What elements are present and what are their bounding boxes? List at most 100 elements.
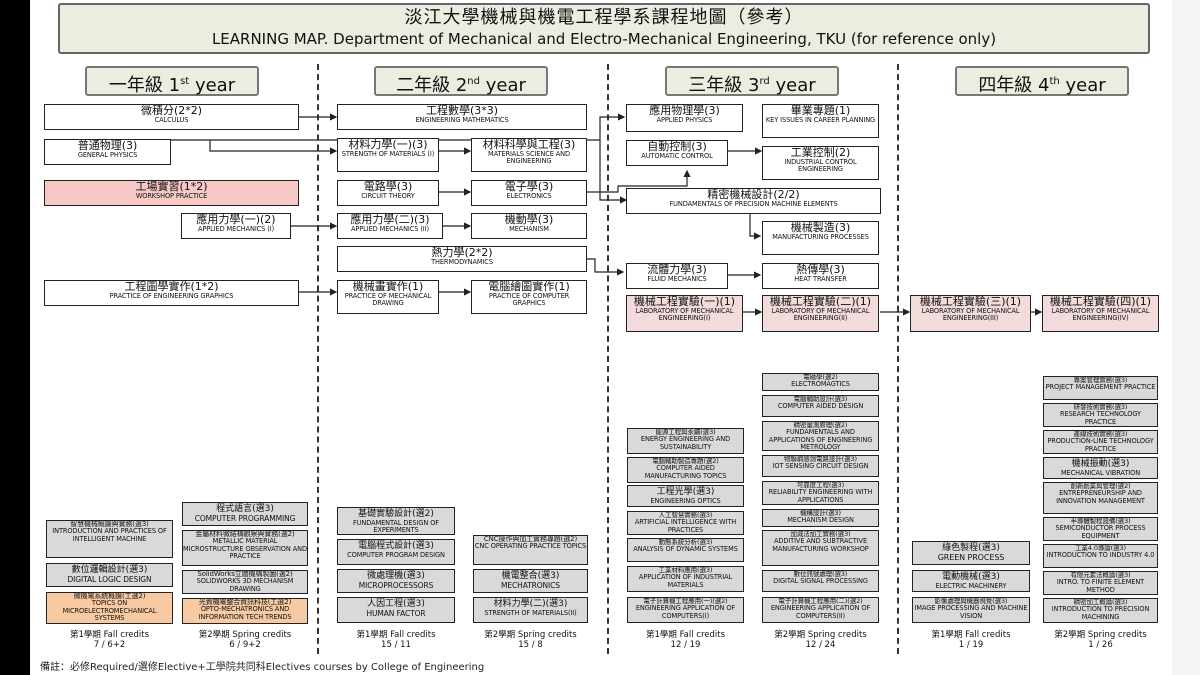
elective-y3-spring[interactable]: 電磁學(選2) ELECTROMAGTICS: [762, 373, 879, 391]
course-automatic-control[interactable]: 自動控制(3) AUTOMATIC CONTROL: [626, 140, 728, 166]
elective-y2-spring[interactable]: CNC操作與加工實務專題(選2) CNC OPERATING PRACTICE …: [473, 535, 588, 565]
course-applied-physics[interactable]: 應用物理學(3) APPLIED PHYSICS: [626, 104, 743, 132]
elective-y3-fall[interactable]: 工業材料應用(選3) APPLICATION OF INDUSTRIAL MAT…: [627, 566, 744, 592]
course-applied-mechanics-2[interactable]: 應用力學(二)(3) APPLIED MECHANICS (II): [337, 213, 443, 239]
elective-y4-spring[interactable]: 半導體製程設備(選3) SEMICONDUCTOR PROCESS EQUIPM…: [1043, 517, 1158, 541]
elective-y4-spring[interactable]: 機械振動(選3) MECHANICAL VIBRATION: [1043, 457, 1158, 479]
elective-y4-spring[interactable]: 精密加工概論(選3) INTRODUCTION TO PRECISION MAC…: [1043, 598, 1158, 623]
elective-y4-spring[interactable]: 產線技術實務(選3) PRODUCTION-LINE TECHNOLOGY PR…: [1043, 430, 1158, 454]
elective-y4-spring[interactable]: 專案管理實務(選3) PROJECT MANAGEMENT PRACTICE: [1043, 376, 1158, 400]
elective-y1-fall[interactable]: 微機電系統概論(工選2) TOPICS ON MICROELECTROMECHA…: [46, 592, 173, 624]
elective-zh: 機構設計(選3): [800, 509, 841, 517]
elective-zh: 電子計算機工程應用(一)(選2): [643, 597, 728, 605]
elective-y3-spring[interactable]: 可靠度工程(選3) RELIABILITY ENGINEERING WITH A…: [762, 481, 879, 505]
elective-y3-spring[interactable]: 加減法加工實務(選3) ADDITIVE AND SUBTRACTIVE MAN…: [762, 530, 879, 566]
elective-y2-fall[interactable]: 基礎實驗設計(選2) FUNDAMENTAL DESIGN OF EXPERIM…: [337, 507, 455, 535]
elective-zh: 工程光學(選3): [656, 487, 715, 497]
elective-y3-fall[interactable]: 工程光學(選3) ENGINEERING OPTICS: [627, 485, 744, 507]
course-en: CALCULUS: [154, 116, 189, 124]
course-materials-science[interactable]: 材料科學與工程(3) MATERIALS SCIENCE AND ENGINEE…: [471, 138, 587, 172]
elective-y4-spring[interactable]: 有限元素法概論(選3) INTRO. TO FINITE ELEMENT MET…: [1043, 571, 1158, 595]
elective-y4-fall[interactable]: 綠色製程(選3) GREEN PROCESS: [912, 541, 1030, 565]
course-lab-3[interactable]: 機械工程實驗(三)(1) LABORATORY OF MECHANICAL EN…: [910, 295, 1031, 332]
credits-label: 第2學期 Spring credits: [1054, 630, 1147, 640]
elective-y1-spring[interactable]: 程式語言(選3) COMPUTER PROGRAMMING: [182, 502, 308, 526]
elective-y3-spring[interactable]: 電子計算機工程應用(二)(選2) ENGINEERING APPLICATION…: [762, 597, 879, 623]
elective-en: ENERGY ENGINEERING AND SUSTAINABILITY: [640, 435, 731, 451]
elective-y3-fall[interactable]: 能源工程與永續(選3) ENERGY ENGINEERING AND SUSTA…: [627, 428, 744, 454]
course-general-physics[interactable]: 普通物理(3) GENERAL PHYSICS: [44, 139, 171, 165]
year-4-label: year: [1065, 75, 1106, 96]
divider-year-2-3: [607, 64, 609, 654]
elective-y1-fall[interactable]: 數位邏輯設計(選3) DIGITAL LOGIC DESIGN: [46, 563, 173, 587]
elective-y3-spring[interactable]: 物聯網感測電路設計(選3) IOT SENSING CIRCUIT DESIGN: [762, 455, 879, 477]
credits-y4-fall: 第1學期 Fall credits 1 / 19: [912, 630, 1030, 650]
credits-label: 第1學期 Fall credits: [645, 630, 726, 640]
elective-y3-spring[interactable]: 機構設計(選3) MECHANISM DESIGN: [762, 509, 879, 527]
elective-y1-spring[interactable]: 金屬材料微結構觀察與實務(選2) METALLIC MATERIAL MICRO…: [182, 530, 308, 566]
course-en: CIRCUIT THEORY: [361, 192, 415, 200]
credits-y2-fall: 第1學期 Fall credits 15 / 11: [337, 630, 455, 650]
credits-y1-fall: 第1學期 Fall credits 7 / 6+2: [46, 630, 173, 650]
course-zh: 電腦繪圖實作(1): [488, 280, 570, 293]
elective-en: FUNDAMENTAL DESIGN OF EXPERIMENTS: [352, 519, 439, 535]
elective-y1-spring[interactable]: 光資機電整合資訊科技(工選2) OPTO-MECHATRONICS AND IN…: [182, 598, 308, 624]
course-zh: 微積分(2*2): [140, 104, 203, 117]
elective-y1-fall[interactable]: 智慧機械概論與實務(選3) INTRODUCTION AND PRACTICES…: [46, 520, 173, 558]
year-1-zh: 一年級: [108, 75, 163, 96]
elective-y3-spring[interactable]: 數位訊號處理(選3) DIGITAL SIGNAL PROCESSING: [762, 570, 879, 592]
elective-en: SEMICONDUCTOR PROCESS EQUIPMENT: [1055, 524, 1146, 540]
course-heat-transfer[interactable]: 熱傳學(3) HEAT TRANSFER: [762, 263, 879, 289]
course-lab-1[interactable]: 機械工程實驗(一)(1) LABORATORY OF MECHANICAL EN…: [626, 295, 743, 332]
elective-y2-spring[interactable]: 材料力學(二)(選3) STRENGTH OF MATERIALS(II): [473, 597, 588, 623]
elective-y3-fall[interactable]: 電子計算機工程應用(一)(選2) ENGINEERING APPLICATION…: [627, 597, 744, 623]
course-applied-mechanics-1[interactable]: 應用力學(一)(2) APPLIED MECHANICS (I): [181, 213, 291, 239]
course-manufacturing-processes[interactable]: 機械製造(3) MANUFACTURING PROCESSES: [762, 221, 879, 255]
course-precision-machine-design[interactable]: 精密機械設計(2/2) FUNDAMENTALS OF PRECISION MA…: [626, 188, 881, 214]
course-lab-2[interactable]: 機械工程實驗(二)(1) LABORATORY OF MECHANICAL EN…: [762, 295, 879, 332]
course-thermodynamics[interactable]: 熱力學(2*2) THERMODYNAMICS: [337, 246, 587, 272]
elective-en: DIGITAL LOGIC DESIGN: [67, 575, 152, 584]
elective-zh: 物聯網感測電路設計(選3): [784, 455, 857, 463]
course-engineering-graphics[interactable]: 工程圖學實作(1*2) PRACTICE OF ENGINEERING GRAP…: [44, 280, 299, 306]
elective-y3-spring[interactable]: 精密量測原理(選2) FUNDAMENTALS AND APPLICATIONS…: [762, 421, 879, 451]
elective-y2-fall[interactable]: 微處理機(選3) MICROPROCESSORS: [337, 569, 455, 593]
elective-y1-spring[interactable]: SolidWorks立體機構製圖(選2) SOLIDWORKS 3D MECHA…: [182, 570, 308, 594]
elective-y2-fall[interactable]: 人因工程(選3) HUMAN FACTOR: [337, 597, 455, 623]
course-circuit-theory[interactable]: 電路學(3) CIRCUIT THEORY: [337, 180, 439, 206]
elective-zh: 加減法加工實務(選3): [790, 530, 851, 538]
course-computer-graphics[interactable]: 電腦繪圖實作(1) PRACTICE OF COMPUTER GRAPHICS: [471, 280, 587, 314]
course-fluid-mechanics[interactable]: 流體力學(3) FLUID MECHANICS: [626, 263, 728, 289]
course-industrial-control[interactable]: 工業控制(2) INDUSTRIAL CONTROL ENGINEERING: [762, 146, 879, 180]
elective-en: ENGINEERING APPLICATION OF COMPUTERS(II): [770, 604, 871, 620]
elective-y4-spring[interactable]: 研發技術實務(選3) RESEARCH TECHNOLOGY PRACTICE: [1043, 403, 1158, 427]
course-lab-4[interactable]: 機械工程實驗(四)(1) LABORATORY OF MECHANICAL EN…: [1042, 295, 1159, 332]
elective-y3-fall[interactable]: 電腦輔助製造專題(選2) COMPUTER AIDED MANUFACTURIN…: [627, 457, 744, 483]
elective-en: HUMAN FACTOR: [366, 609, 426, 618]
elective-en: ENGINEERING APPLICATION OF COMPUTERS(I): [635, 604, 736, 620]
elective-y4-spring[interactable]: 創新創業與管理(選2) ENTREPRENEURSHIP AND INNOVAT…: [1043, 482, 1158, 514]
elective-y2-spring[interactable]: 機電整合(選3) MECHATRONICS: [473, 569, 588, 593]
elective-zh: 精密加工概論(選3): [1073, 598, 1128, 606]
elective-y2-fall[interactable]: 電腦程式設計(選3) COMPUTER PROGRAM DESIGN: [337, 539, 455, 565]
elective-zh: 電子計算機工程應用(二)(選2): [778, 597, 863, 605]
elective-y3-spring[interactable]: 電腦輔助設計(選3) COMPUTER AIDED DESIGN: [762, 395, 879, 417]
course-career-planning[interactable]: 畢業專題(1) KEY ISSUES IN CAREER PLANNING: [762, 104, 879, 138]
elective-y4-fall[interactable]: 影像處理與機器視覺(選3) IMAGE PROCESSING AND MACHI…: [912, 597, 1030, 623]
course-workshop-practice[interactable]: 工場實習(1*2) WORKSHOP PRACTICE: [44, 180, 299, 206]
course-mechanism[interactable]: 機動學(3) MECHANISM: [471, 213, 587, 239]
course-calculus[interactable]: 微積分(2*2) CALCULUS: [44, 104, 299, 130]
elective-y4-spring[interactable]: 工業4.0導論(選3) INTRODUCTION TO INDUSTRY 4.0: [1043, 544, 1158, 568]
elective-en: MECHANICAL VIBRATION: [1060, 469, 1141, 477]
elective-zh: 影像處理與機器視覺(選3): [934, 597, 1008, 605]
course-mechanical-drawing[interactable]: 機械畫實作(1) PRACTICE OF MECHANICAL DRAWING: [337, 280, 439, 314]
elective-y3-fall[interactable]: 人工智慧實務(選3) ARTIFICIAL INTELLIGENCE WITH …: [627, 511, 744, 535]
course-strength-of-materials-1[interactable]: 材料力學(一)(3) STRENGTH OF MATERIALS (I): [337, 138, 439, 172]
elective-y3-fall[interactable]: 動態系統分析(選3) ANALYSIS OF DYNAMIC SYSTEMS: [627, 538, 744, 562]
course-electronics[interactable]: 電子學(3) ELECTRONICS: [471, 180, 587, 206]
course-en: LABORATORY OF MECHANICAL ENGINEERING(II): [771, 307, 870, 323]
year-2-header: 二年級 2nd year: [374, 66, 548, 96]
course-engineering-mathematics[interactable]: 工程數學(3*3) ENGINEERING MATHEMATICS: [337, 104, 587, 130]
elective-y4-fall[interactable]: 電動機械(選3) ELECTRIC MACHINERY: [912, 570, 1030, 592]
